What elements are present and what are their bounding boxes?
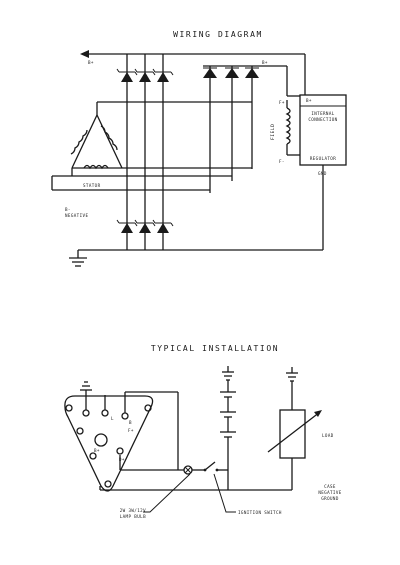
exciter-diode-2 [225, 66, 239, 181]
terminal-bplus [94, 433, 108, 447]
terminal-e [89, 452, 97, 460]
ignition-leader [213, 473, 236, 513]
upper-diode-1 [116, 68, 138, 82]
exciter-diode-1 [203, 66, 217, 193]
b-plus-reg-label: B+ [306, 98, 312, 103]
load-label: LOAD [322, 433, 334, 438]
gnd-label: GND [318, 171, 327, 176]
ground-icon-2 [222, 366, 234, 381]
field-coil [285, 95, 300, 156]
field-label: FIELD [270, 124, 276, 140]
terminal-l [82, 409, 90, 417]
stator-label: STATOR [83, 183, 101, 188]
ground-icon-1 [80, 381, 92, 410]
term-d-label: D+ [119, 457, 125, 462]
wiring-title: WIRING DIAGRAM [173, 30, 263, 39]
stator-winding [70, 114, 123, 170]
lower-diode-2 [134, 219, 156, 233]
term-f-label: F+ [128, 428, 134, 433]
ignition-label: IGNITION SWITCH [238, 510, 282, 515]
case-label-2: NEGATIVE [318, 490, 341, 495]
internal-connection-line2: CONNECTION [308, 117, 337, 122]
terminal-b [101, 409, 109, 417]
field-f-minus-label: F- [279, 159, 285, 164]
case-label-1: CASE [324, 484, 336, 489]
installation-title: TYPICAL INSTALLATION [151, 344, 279, 353]
terminal-neg [76, 427, 84, 435]
lamp-label-2: LAMP BULB [120, 514, 146, 519]
term-l-label: L [111, 416, 114, 421]
negative-label-1: B- [65, 207, 71, 212]
alternator-housing [64, 395, 154, 492]
b-plus-out-label: B+ [88, 60, 94, 65]
term-b-label: B [129, 420, 132, 425]
wiring-diagram: WIRING DIAGRAM B+ [51, 30, 347, 267]
field-f-plus-label: F+ [279, 100, 285, 105]
b-plus-arrow-icon [80, 50, 89, 58]
lower-diode-3 [152, 219, 174, 233]
lamp-label-1: 2W 3W/12V [120, 508, 146, 513]
case-label-3: GROUND [321, 496, 339, 501]
exciter-diode-3 [245, 66, 259, 169]
negative-label-2: NEGATIVE [65, 213, 88, 218]
mount-hole-right [144, 404, 152, 412]
load-arrowhead-icon [314, 410, 322, 417]
mount-hole-left [65, 404, 73, 412]
diode-b-plus-label: B+ [262, 60, 268, 65]
terminal-f [121, 412, 129, 420]
battery-icon [220, 380, 236, 490]
upper-diode-2 [134, 68, 156, 82]
upper-diode-3 [152, 68, 174, 82]
typical-installation: TYPICAL INSTALLATION L B F+ B+ D+ [64, 344, 341, 519]
terminal-d [116, 447, 124, 455]
term-bplus-label: B+ [94, 448, 100, 453]
load-variable-arrow [267, 411, 321, 453]
lower-diode-1 [116, 219, 138, 233]
ground-icon [69, 250, 87, 267]
ground-icon-3 [286, 367, 298, 382]
ignition-switch-blade [204, 461, 216, 471]
mount-hole-bottom [104, 480, 112, 488]
lamp-leader [143, 473, 191, 513]
internal-connection-line1: INTERNAL [311, 111, 334, 116]
load-box [279, 409, 306, 459]
regulator-label: REGULATOR [310, 156, 336, 161]
lamp-cross-2 [184, 466, 192, 474]
